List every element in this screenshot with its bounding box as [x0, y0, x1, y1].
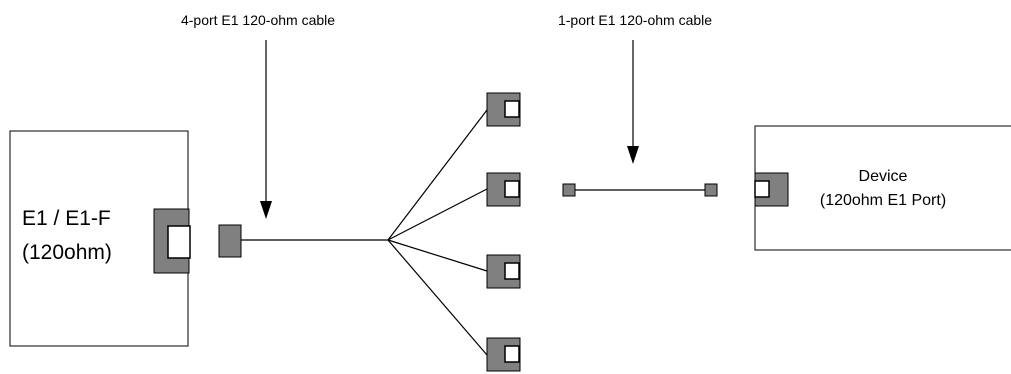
one-port-cable-arrow — [627, 40, 639, 164]
four-port-cable-branch-connector — [486, 172, 521, 207]
device-subtitle: (120ohm E1 Port) — [820, 192, 946, 209]
four-port-cable-branch-connector — [486, 337, 521, 372]
one-port-cable-label: 1-port E1 120-ohm cable — [558, 12, 712, 28]
device-box — [754, 125, 1011, 251]
four-port-cable — [218, 92, 521, 372]
four-port-cable-branch — [387, 188, 488, 241]
e1-unit-title: E1 / E1-F — [22, 207, 111, 230]
four-port-cable-branch — [387, 239, 488, 272]
four-port-cable-branch-connector — [486, 254, 521, 289]
e1-unit-subtitle: (120ohm) — [22, 241, 112, 264]
one-port-cable-right-connector — [704, 183, 718, 197]
four-port-cable-branch — [387, 109, 488, 241]
four-port-cable-label: 4-port E1 120-ohm cable — [181, 12, 335, 28]
four-port-cable-branch — [387, 239, 488, 356]
four-port-cable-arrow — [260, 40, 272, 219]
device-title: Device — [859, 168, 908, 185]
four-port-cable-main-connector — [218, 224, 242, 258]
device: Device (120ohm E1 Port) — [754, 125, 1011, 251]
one-port-cable — [562, 183, 718, 197]
four-port-cable-branch-connector — [486, 92, 521, 127]
e1-unit-port — [153, 208, 191, 274]
e1-unit: E1 / E1-F (120ohm) — [9, 130, 191, 347]
device-port — [754, 172, 789, 207]
one-port-cable-left-connector — [562, 183, 576, 197]
